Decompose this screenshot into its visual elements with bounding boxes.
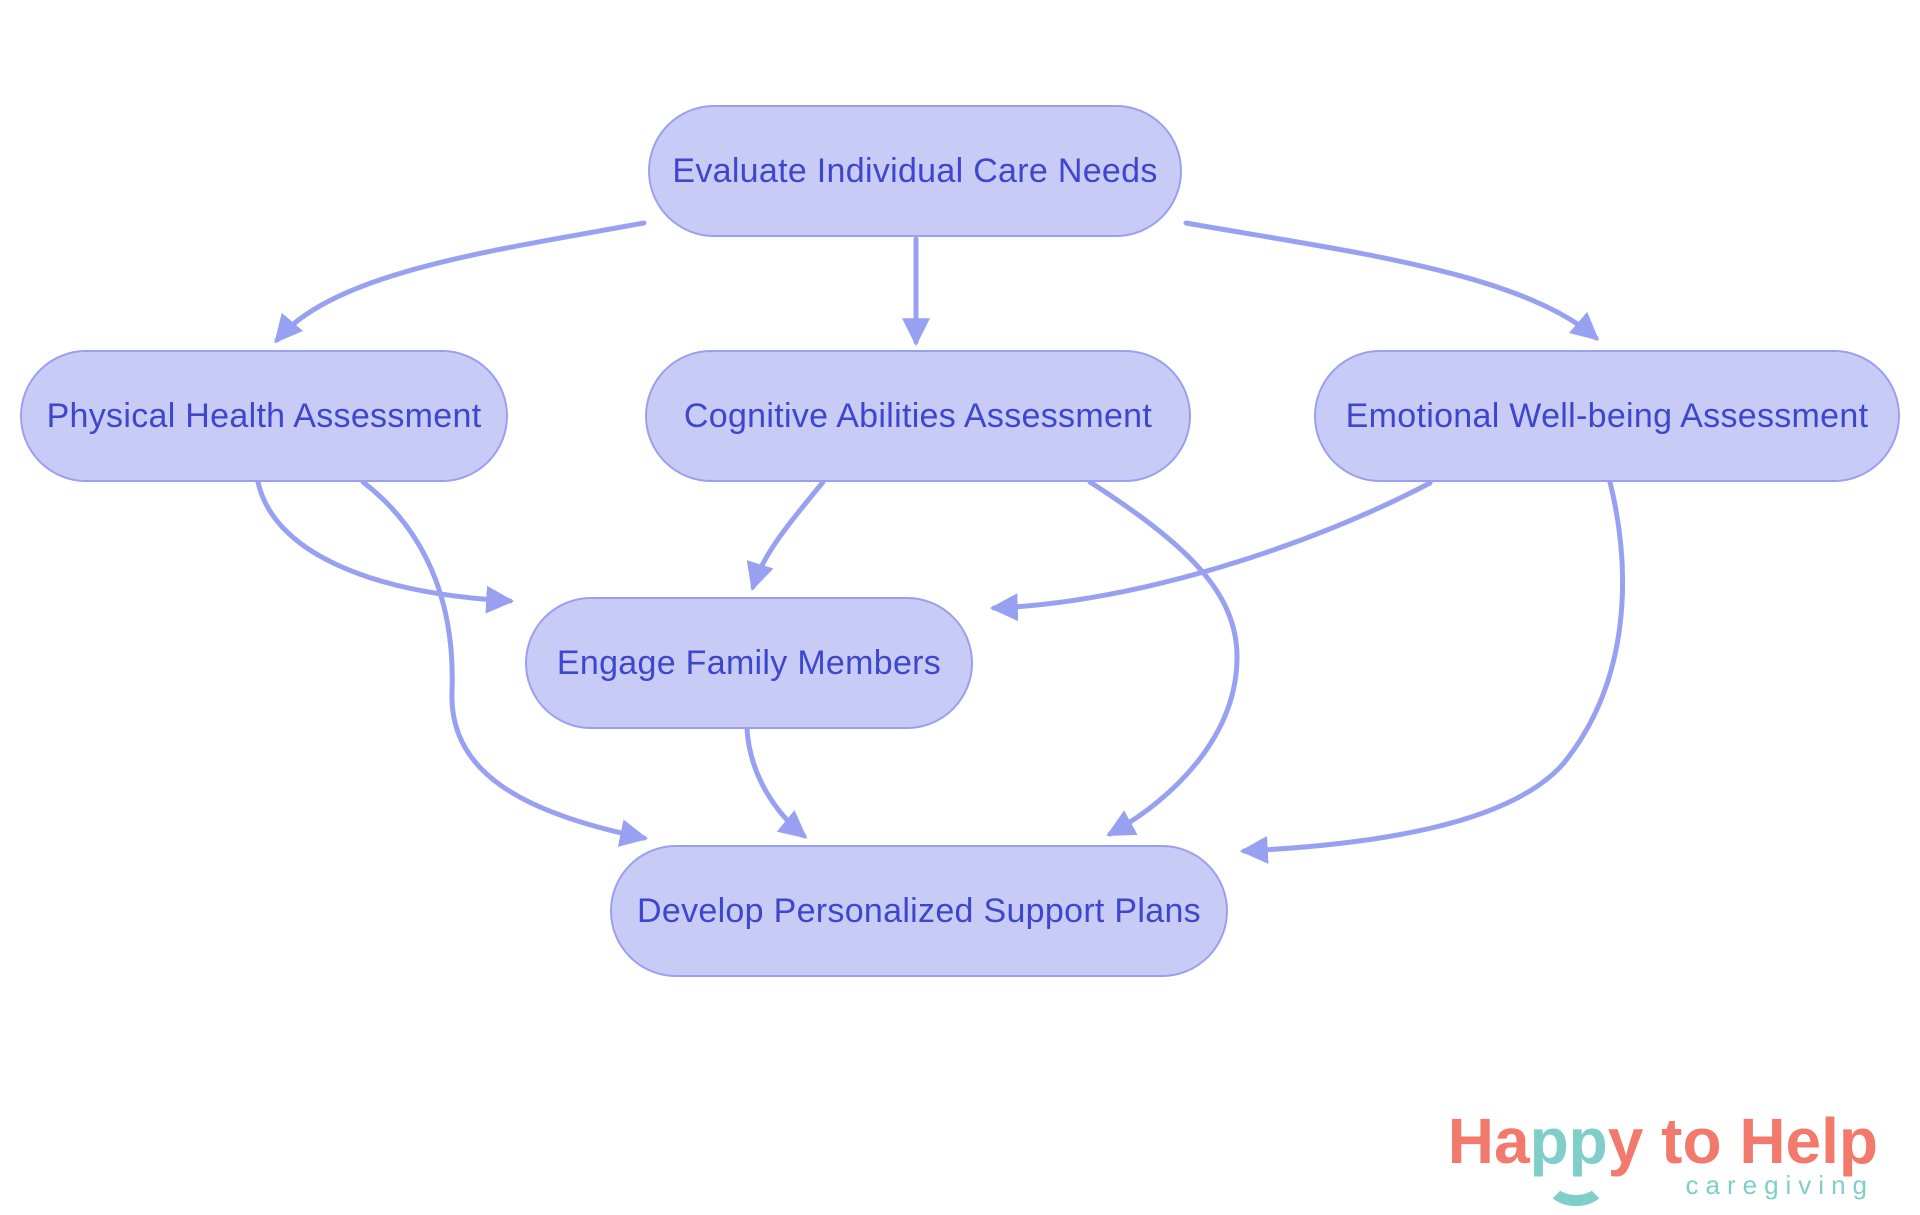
logo-text-ha: Ha <box>1447 1104 1530 1177</box>
node-label: Emotional Well-being Assessment <box>1345 396 1869 435</box>
node-label: Engage Family Members <box>556 643 942 682</box>
node-cognitive[interactable]: Cognitive Abilities Assessment <box>645 350 1191 482</box>
edge-cognitive-plans <box>1087 479 1240 837</box>
logo-text-to-help: to Help <box>1643 1104 1878 1177</box>
edge-emotional-family <box>989 480 1433 622</box>
node-family[interactable]: Engage Family Members <box>525 597 973 729</box>
logo-tagline: caregiving <box>1685 1170 1874 1200</box>
edge-physical-plans <box>360 479 649 847</box>
node-label: Evaluate Individual Care Needs <box>672 151 1158 190</box>
logo-wordmark: Happy to Help <box>1447 1104 1878 1206</box>
node-evaluate[interactable]: Evaluate Individual Care Needs <box>648 105 1182 237</box>
node-label: Physical Health Assessment <box>46 396 482 435</box>
node-label: Develop Personalized Support Plans <box>637 891 1201 930</box>
node-physical[interactable]: Physical Health Assessment <box>20 350 508 482</box>
happy-to-help-logo: Happy to Help caregiving <box>1447 1104 1878 1206</box>
edge-evaluate-physical <box>274 220 647 344</box>
smile-icon <box>1544 1162 1607 1206</box>
node-emotional[interactable]: Emotional Well-being Assessment <box>1314 350 1900 482</box>
node-plans[interactable]: Develop Personalized Support Plans <box>610 845 1228 977</box>
edge-physical-family <box>255 479 515 614</box>
node-label: Cognitive Abilities Assessment <box>683 396 1153 435</box>
logo-text-y: y <box>1607 1104 1644 1177</box>
edge-family-plans <box>744 726 808 839</box>
edge-evaluate-emotional <box>1183 220 1600 341</box>
edge-cognitive-family <box>746 479 826 592</box>
edge-emotional-plans <box>1239 479 1625 864</box>
